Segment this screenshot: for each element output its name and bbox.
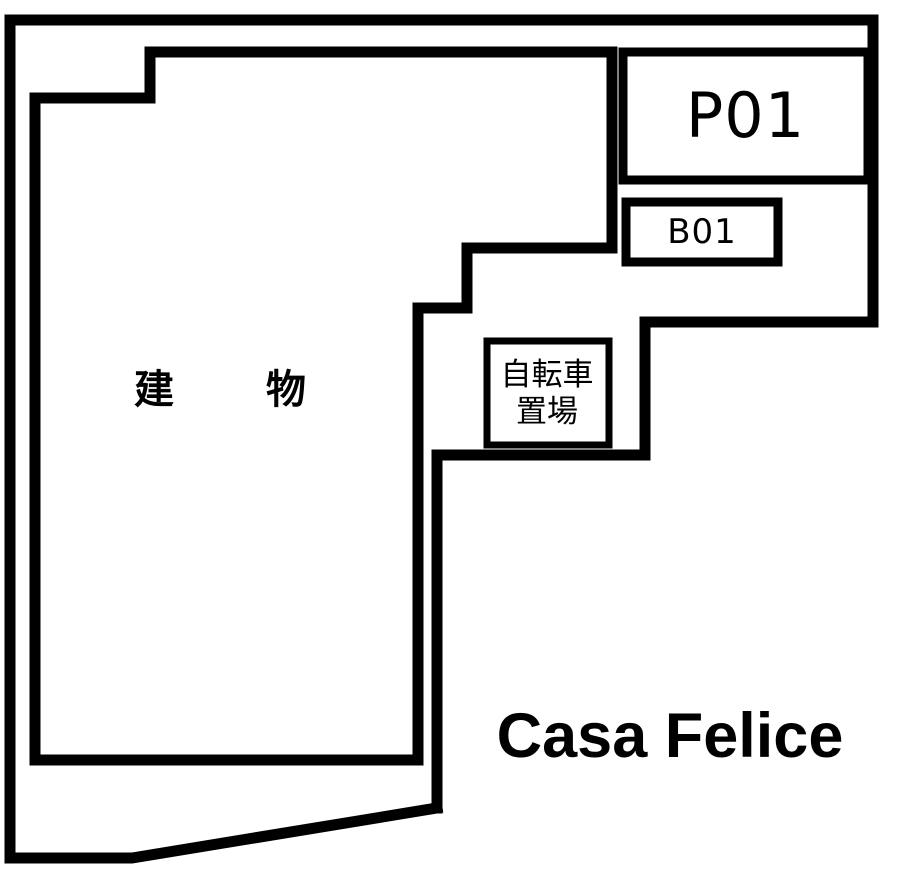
property-name-title: Casa Felice — [496, 700, 844, 771]
building-area-label: 建 物 — [134, 367, 332, 413]
building-footprint-outline — [29, 46, 618, 766]
bike-space-b01-box[interactable] — [621, 197, 783, 267]
bicycle-parking-box[interactable] — [483, 337, 613, 449]
bike-space-b01-label: B01 — [667, 212, 737, 252]
building-lower-wing-outline — [431, 449, 651, 814]
parking-space-p01-label: P01 — [685, 79, 806, 152]
bicycle-parking-label-line2: 置場 — [516, 394, 578, 430]
parking-space-p01-box[interactable] — [618, 47, 873, 185]
site-boundary-lower-edge — [4, 801, 444, 864]
site-boundary-outline — [4, 14, 879, 864]
bicycle-parking-label-line1: 自転車 — [500, 357, 594, 394]
bicycle-parking-label: 自転車 置場 — [487, 344, 607, 444]
